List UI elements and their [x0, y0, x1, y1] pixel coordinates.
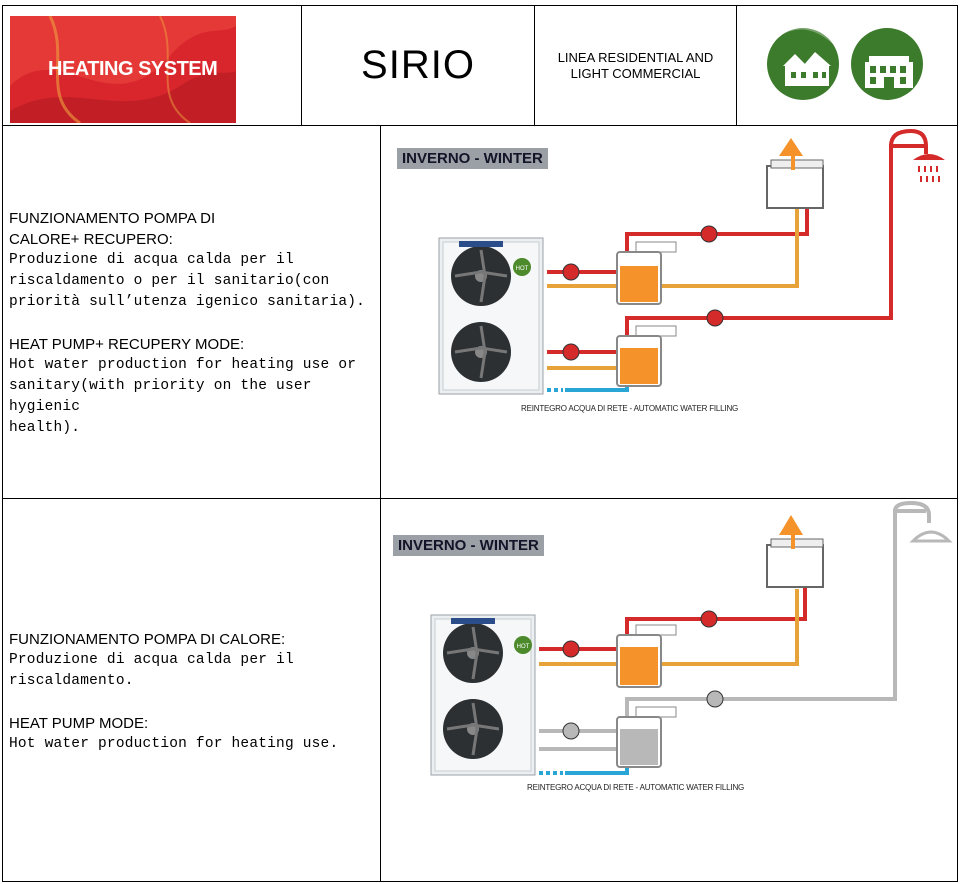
section1-en-text-3: health). [9, 420, 81, 436]
section2-description: FUNZIONAMENTO POMPA DI CALORE: Produzion… [9, 629, 338, 755]
section1-it-title-2: CALORE+ RECUPERO: [9, 231, 173, 248]
shower-icon [893, 500, 953, 543]
section2-it-text-1: Produzione di acqua calda per il [9, 652, 294, 668]
pipe-network [539, 509, 926, 775]
fan-coil [766, 515, 824, 588]
svg-text:HOT: HOT [516, 266, 529, 272]
section1-en-text-1: Hot water production for heating use or [9, 357, 357, 373]
hot-badge [513, 258, 531, 276]
section2-it-text-2: riscaldamento. [9, 673, 134, 689]
header-product-cell: SIRIO [301, 5, 535, 126]
section1-en-title: HEAT PUMP+ RECUPERY MODE: [9, 336, 245, 353]
tank-sanitary [616, 706, 677, 768]
section1-diagram-cell: INVERNO - WINTER HOT [380, 125, 958, 499]
section1-text-cell: FUNZIONAMENTO POMPA DI CALORE+ RECUPERO:… [2, 125, 381, 499]
section1-season-banner: INVERNO - WINTER [397, 148, 548, 169]
category-icons [767, 26, 923, 100]
pump-icons [562, 610, 724, 740]
heating-system-logo: HEATING SYSTEM [10, 16, 236, 123]
heat-pump-unit: HOT [430, 614, 536, 776]
section2-en-title: HEAT PUMP MODE: [9, 715, 149, 732]
section1-it-text-3: priorità sull’utenza igenico sanitaria). [9, 294, 366, 310]
section2-en-text: Hot water production for heating use. [9, 736, 339, 752]
heat-pump-unit: HOT [438, 237, 544, 395]
header-range-cell: LINEA RESIDENTIAL AND LIGHT COMMERCIAL [534, 5, 737, 126]
range-line-1: LINEA RESIDENTIAL AND [557, 49, 714, 65]
header-logo-cell: HEATING SYSTEM [2, 5, 302, 126]
house-icon [767, 26, 839, 100]
section2-schematic: HOT [430, 500, 953, 776]
logo-text: HEATING SYSTEM [48, 58, 218, 80]
section1-refill-label: REINTEGRO ACQUA DI RETE - AUTOMATIC WATE… [521, 404, 739, 413]
tank-sanitary [616, 325, 677, 387]
section2-season-banner: INVERNO - WINTER [393, 535, 544, 556]
section2-text-cell: FUNZIONAMENTO POMPA DI CALORE: Produzion… [2, 498, 381, 882]
range-line-2: LIGHT COMMERCIAL [570, 65, 701, 81]
shower-icon [889, 128, 945, 182]
hot-badge [514, 636, 532, 654]
tank-heating [616, 624, 677, 688]
section1-schematic: HOT [438, 128, 945, 395]
section1-en-text-2: sanitary(with priority on the user hygie… [9, 378, 312, 415]
section1-it-text-1: Produzione di acqua calda per il [9, 252, 294, 268]
tank-heating [616, 241, 677, 305]
section1-it-text-2: riscaldamento o per il sanitario(con [9, 273, 330, 289]
section2-diagram-cell: INVERNO - WINTER HOT [380, 498, 958, 882]
section1-it-title-1: FUNZIONAMENTO POMPA DI [9, 210, 216, 227]
product-name: SIRIO [361, 43, 475, 87]
pump-icons [562, 225, 724, 361]
fan-coil [766, 138, 824, 209]
section2-refill-label: REINTEGRO ACQUA DI RETE - AUTOMATIC WATE… [527, 783, 745, 792]
pipe-network [547, 144, 926, 392]
section1-description: FUNZIONAMENTO POMPA DI CALORE+ RECUPERO:… [9, 208, 380, 439]
header-icons-cell [736, 5, 958, 126]
svg-text:HOT: HOT [517, 644, 530, 650]
logo-background [10, 16, 236, 123]
section2-it-title: FUNZIONAMENTO POMPA DI CALORE: [9, 631, 286, 648]
product-range: LINEA RESIDENTIAL AND LIGHT COMMERCIAL [535, 6, 736, 125]
building-icon [851, 28, 923, 100]
